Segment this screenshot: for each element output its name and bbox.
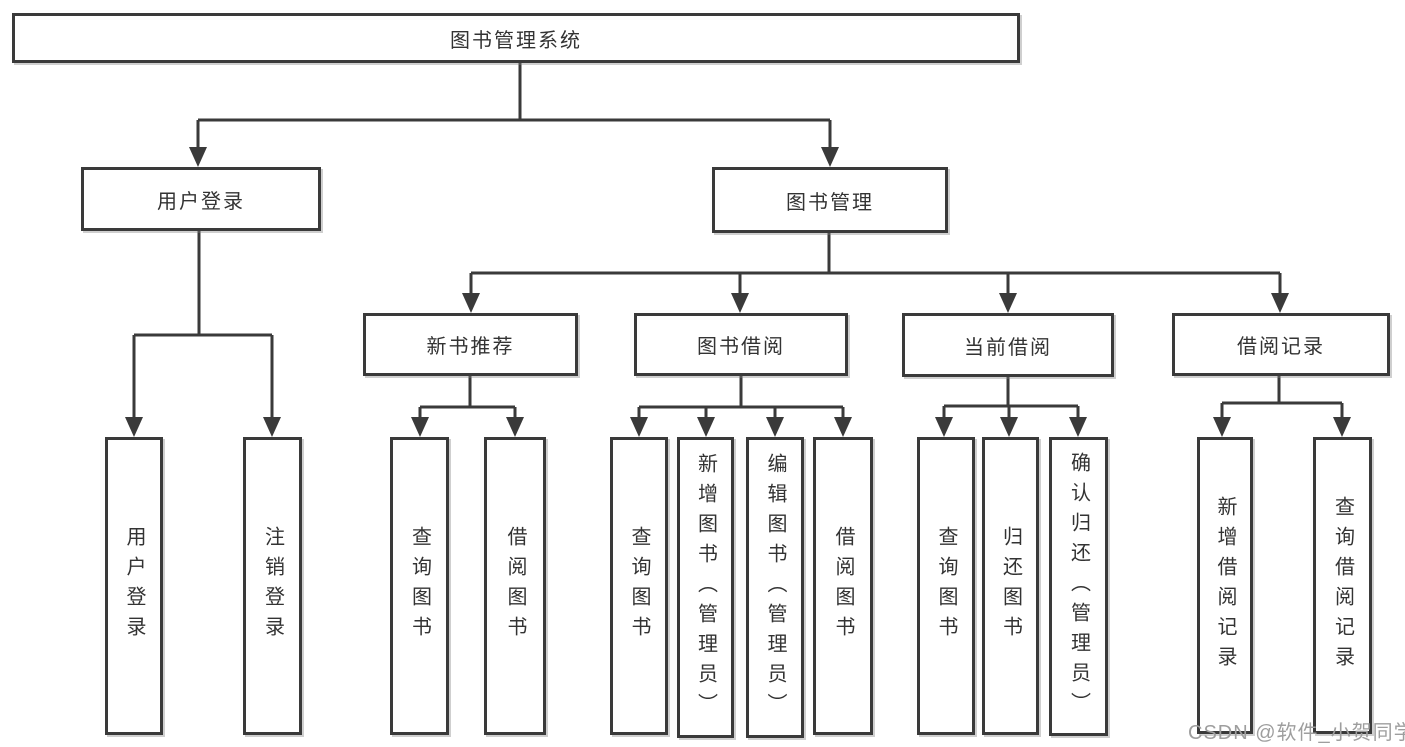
leaf-add-books-admin: 新增图书（管理员） [677, 437, 734, 738]
node-current-borrowing: 当前借阅 [902, 313, 1114, 377]
node-label: 归还图书 [999, 526, 1022, 646]
node-library-management-system: 图书管理系统 [12, 13, 1020, 63]
node-label: 新书推荐 [426, 336, 515, 358]
connector-root-to-level2 [196, 63, 832, 150]
node-label: 图书管理系统 [450, 29, 582, 52]
arrow-leaf-query-books-3 [935, 417, 953, 437]
arrow-leaf-add-record [1213, 417, 1231, 437]
node-label: 注销登录 [261, 526, 284, 646]
node-new-book-recommendation: 新书推荐 [363, 313, 578, 376]
node-user-login: 用户登录 [81, 167, 321, 231]
node-label: 查询图书 [408, 526, 431, 646]
arrow-user-login [189, 147, 207, 167]
node-label: 借阅记录 [1237, 336, 1325, 358]
arrow-leaf-borrow-books-1 [506, 417, 524, 437]
node-label: 图书借阅 [697, 336, 785, 358]
node-label: 新增图书（管理员） [694, 452, 717, 723]
arrow-book-management [821, 147, 839, 167]
arrow-leaf-logout [263, 417, 281, 437]
leaf-query-borrow-record: 查询借阅记录 [1313, 437, 1372, 734]
node-label: 图书管理 [786, 191, 874, 214]
connector-book-management-children [469, 233, 1282, 296]
watermark: CSDN @软件_小贺同学 [1188, 722, 1405, 744]
leaf-user-login: 用户登录 [105, 437, 163, 735]
node-label: 借阅图书 [832, 526, 854, 646]
node-book-management: 图书管理 [712, 167, 948, 233]
arrow-book-borrowing [731, 293, 749, 313]
arrow-leaf-confirm-return [1069, 417, 1087, 437]
leaf-add-borrow-record: 新增借阅记录 [1197, 437, 1253, 734]
node-label: 确认归还（管理员） [1067, 451, 1090, 722]
connector-records-children [1220, 376, 1344, 420]
leaf-logout-login: 注销登录 [243, 437, 302, 735]
node-label: 查询借阅记录 [1331, 495, 1354, 676]
leaf-query-books-borrowing: 查询图书 [610, 437, 668, 735]
node-book-borrowing: 图书借阅 [634, 313, 848, 376]
node-label: 新增借阅记录 [1214, 495, 1236, 676]
connector-current-children [942, 377, 1080, 420]
arrow-leaf-edit-books [766, 417, 784, 437]
arrow-new-book-recommendation [462, 293, 480, 313]
node-label: 查询图书 [935, 526, 957, 646]
arrow-current-borrowing [999, 293, 1017, 313]
leaf-edit-books-admin: 编辑图书（管理员） [746, 437, 804, 738]
node-label: 编辑图书（管理员） [764, 452, 786, 723]
arrow-leaf-borrow-books-2 [834, 417, 852, 437]
arrow-leaf-query-books-1 [411, 417, 429, 437]
node-label: 用户登录 [123, 526, 145, 646]
node-label: 当前借阅 [964, 336, 1052, 359]
node-label: 借阅图书 [504, 526, 526, 646]
node-label: 用户登录 [157, 190, 245, 213]
node-borrowing-records: 借阅记录 [1172, 313, 1390, 376]
leaf-confirm-return-admin: 确认归还（管理员） [1049, 437, 1108, 736]
arrow-leaf-query-books-2 [630, 417, 648, 437]
leaf-borrow-books-recommend: 借阅图书 [484, 437, 546, 735]
arrow-leaf-user-login [125, 417, 143, 437]
connector-borrowing-children [637, 376, 845, 420]
leaf-query-books-current: 查询图书 [917, 437, 975, 735]
arrow-leaf-query-record [1333, 417, 1351, 437]
arrow-leaf-add-books [697, 417, 715, 437]
leaf-query-books-recommend: 查询图书 [390, 437, 449, 735]
connector-recommendation-children [418, 376, 517, 420]
node-label: 查询图书 [628, 526, 650, 646]
leaf-return-books: 归还图书 [982, 437, 1039, 735]
arrow-borrowing-records [1271, 293, 1289, 313]
arrow-leaf-return-books [1000, 417, 1018, 437]
connector-user-login-children [132, 231, 274, 420]
leaf-borrow-books-borrowing: 借阅图书 [813, 437, 873, 735]
